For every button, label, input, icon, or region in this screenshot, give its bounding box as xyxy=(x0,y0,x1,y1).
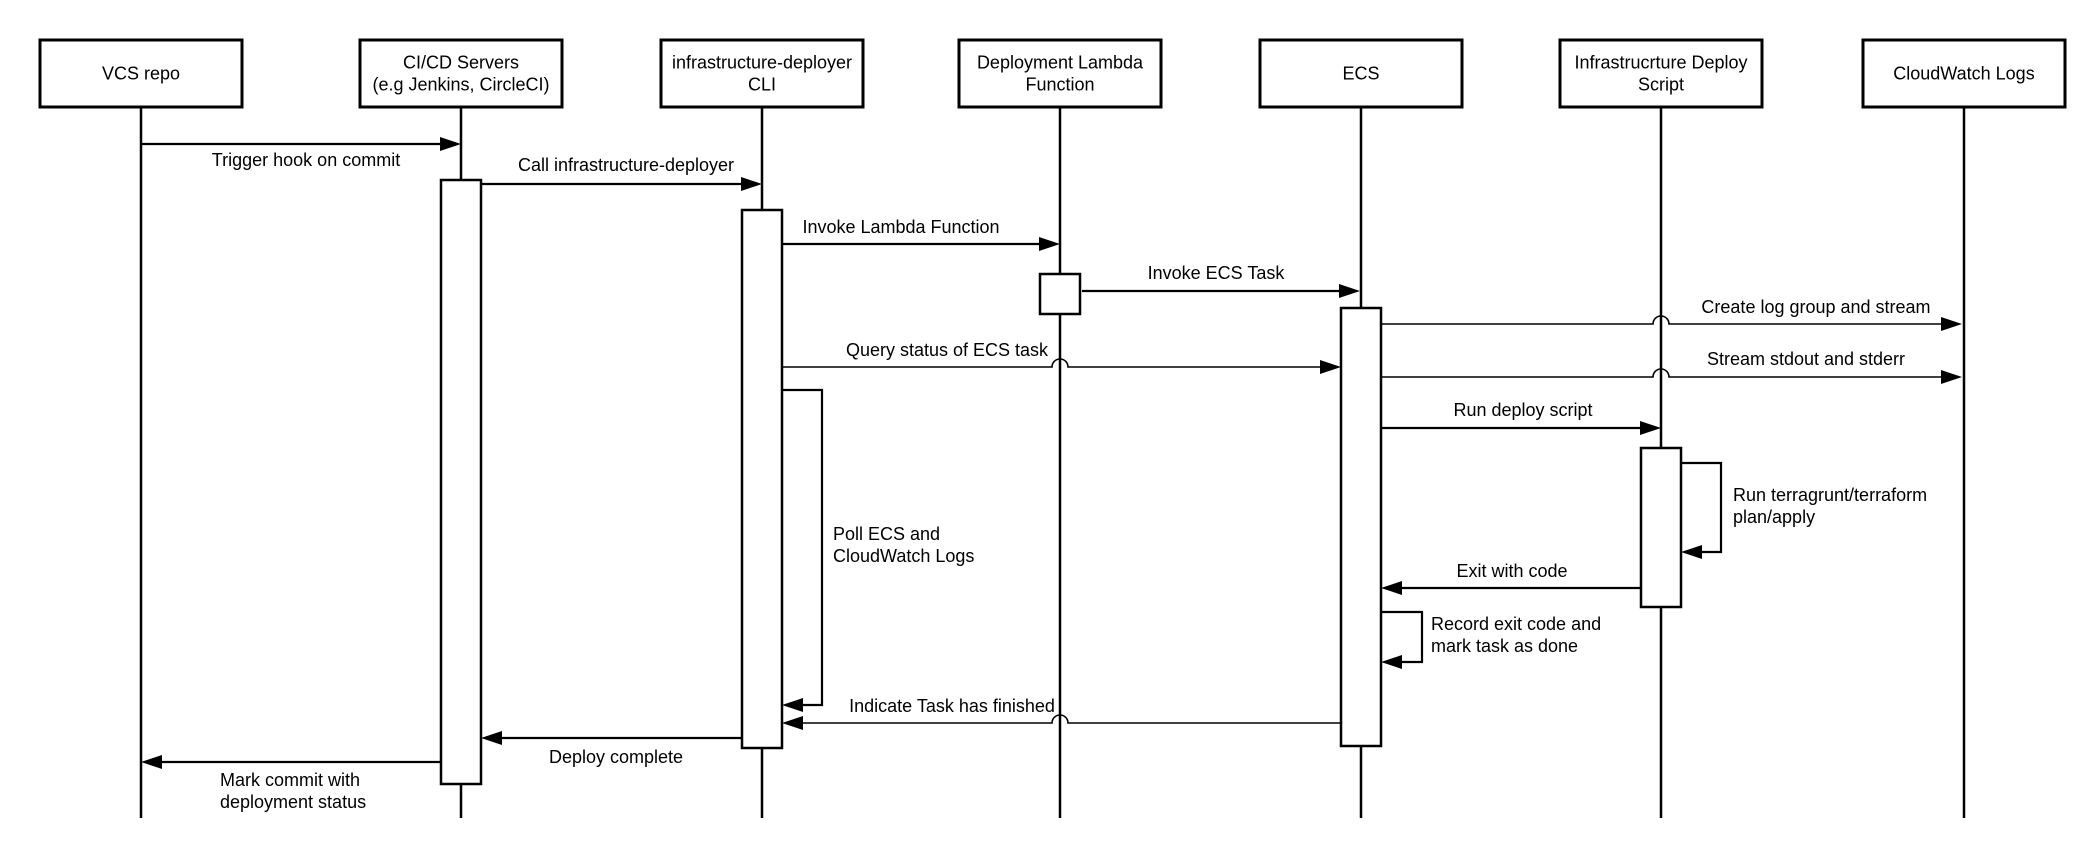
message-label-trigger-hook-on-commit-line-1: Trigger hook on commit xyxy=(212,150,400,170)
message-stream-stdout-and-stderr: Stream stdout and stderr xyxy=(1381,349,1962,384)
message-line-indicate-task-has-finished xyxy=(801,714,1341,724)
actor-cloudwatch-logs: CloudWatch Logs xyxy=(1861,38,2067,109)
actor-label-cicd-servers-line-2: (e.g Jenkins, CircleCI) xyxy=(372,75,549,95)
arrowhead-trigger-hook-on-commit xyxy=(440,137,461,151)
self-message-label-poll-ecs-and-cloudwatch-logs-line-1: Poll ECS and xyxy=(833,524,940,544)
message-invoke-ecs-task: Invoke ECS Task xyxy=(1082,263,1360,298)
message-deploy-complete: Deploy complete xyxy=(481,731,742,767)
actor-label-infrastructure-deployer-cli-line-1: infrastructure-deployer xyxy=(672,53,852,73)
message-run-deploy-script: Run deploy script xyxy=(1381,400,1661,435)
arrowhead-invoke-lambda-function xyxy=(1039,237,1060,251)
actor-label-deployment-lambda-function-line-2: Function xyxy=(1025,75,1094,95)
actor-cicd-servers: CI/CD Servers(e.g Jenkins, CircleCI) xyxy=(358,38,564,109)
arrowhead-exit-with-code xyxy=(1381,581,1402,595)
message-label-create-log-group-and-stream-line-1: Create log group and stream xyxy=(1701,297,1930,317)
actor-box-vcs-repo xyxy=(38,38,244,109)
self-message-label-poll-ecs-and-cloudwatch-logs-line-2: CloudWatch Logs xyxy=(833,546,974,566)
actor-label-vcs-repo-line-1: VCS repo xyxy=(102,64,180,84)
message-label-query-status-of-ecs-task-line-1: Query status of ECS task xyxy=(846,340,1049,360)
actor-ecs: ECS xyxy=(1258,38,1464,109)
message-line-create-log-group-and-stream xyxy=(1381,315,1943,325)
message-call-infrastructure-deployer: Call infrastructure-deployer xyxy=(481,155,762,191)
message-label-mark-commit-with-deployment-status-line-1: Mark commit with xyxy=(220,770,360,790)
actor-box-deployment-lambda-function xyxy=(957,38,1163,109)
self-message-label-run-terragrunt-terraform-plan-apply-line-2: plan/apply xyxy=(1733,507,1815,527)
message-line-query-status-of-ecs-task xyxy=(782,358,1322,368)
arrowhead-invoke-ecs-task xyxy=(1339,284,1360,298)
arrowhead-poll-ecs-and-cloudwatch-logs xyxy=(782,698,803,712)
arrowhead-indicate-task-has-finished xyxy=(782,716,803,730)
message-label-run-deploy-script-line-1: Run deploy script xyxy=(1453,400,1592,420)
message-query-status-of-ecs-task: Query status of ECS task xyxy=(782,340,1341,374)
message-label-deploy-complete-line-1: Deploy complete xyxy=(549,747,683,767)
message-indicate-task-has-finished: Indicate Task has finished xyxy=(782,696,1341,730)
message-label-invoke-ecs-task-line-1: Invoke ECS Task xyxy=(1148,263,1286,283)
message-label-call-infrastructure-deployer-line-1: Call infrastructure-deployer xyxy=(518,155,734,175)
arrowhead-create-log-group-and-stream xyxy=(1941,317,1962,331)
self-message-line-run-terragrunt-terraform-plan-apply xyxy=(1681,461,1723,554)
actor-label-infrastructure-deploy-script-line-1: Infrastrucrture Deploy xyxy=(1574,53,1747,73)
actor-label-deployment-lambda-function-line-1: Deployment Lambda xyxy=(977,53,1144,73)
self-message-line-poll-ecs-and-cloudwatch-logs xyxy=(782,388,824,707)
actor-label-cloudwatch-logs-line-1: CloudWatch Logs xyxy=(1893,64,2034,84)
actor-box-ecs xyxy=(1258,38,1464,109)
actor-box-infrastructure-deploy-script xyxy=(1558,38,1764,109)
arrowhead-deploy-complete xyxy=(481,731,502,745)
actor-box-cicd-servers xyxy=(358,38,564,109)
message-create-log-group-and-stream: Create log group and stream xyxy=(1381,297,1962,331)
arrowhead-run-terragrunt-terraform-plan-apply xyxy=(1681,545,1702,559)
actor-label-infrastructure-deploy-script-line-2: Script xyxy=(1638,75,1684,95)
message-exit-with-code: Exit with code xyxy=(1381,561,1641,595)
self-message-line-record-exit-code-and-mark-task-as-done xyxy=(1381,610,1424,664)
self-message-label-run-terragrunt-terraform-plan-apply-line-1: Run terragrunt/terraform xyxy=(1733,485,1927,505)
message-label-invoke-lambda-function-line-1: Invoke Lambda Function xyxy=(802,217,999,237)
message-line-stream-stdout-and-stderr xyxy=(1381,368,1943,378)
actor-box-infrastructure-deployer-cli xyxy=(659,38,865,109)
activation-deploy-script xyxy=(1639,446,1683,609)
actor-label-cicd-servers-line-1: CI/CD Servers xyxy=(403,53,519,73)
arrowhead-call-infrastructure-deployer xyxy=(741,177,762,191)
actor-vcs-repo: VCS repo xyxy=(38,38,244,109)
arrowhead-run-deploy-script xyxy=(1640,421,1661,435)
activation-ecs xyxy=(1339,306,1383,748)
self-message-label-record-exit-code-and-mark-task-as-done-line-1: Record exit code and xyxy=(1431,614,1601,634)
activation-cicd xyxy=(439,178,483,786)
message-invoke-lambda-function: Invoke Lambda Function xyxy=(782,217,1060,251)
actor-label-infrastructure-deployer-cli-line-2: CLI xyxy=(748,75,776,95)
arrowhead-query-status-of-ecs-task xyxy=(1320,360,1341,374)
message-label-mark-commit-with-deployment-status-line-2: deployment status xyxy=(220,792,366,812)
message-label-indicate-task-has-finished-line-1: Indicate Task has finished xyxy=(849,696,1055,716)
activation-lambda xyxy=(1038,272,1082,316)
activation-cli xyxy=(740,208,784,750)
self-message-label-record-exit-code-and-mark-task-as-done-line-2: mark task as done xyxy=(1431,636,1578,656)
arrowhead-record-exit-code-and-mark-task-as-done xyxy=(1381,655,1402,669)
message-trigger-hook-on-commit: Trigger hook on commit xyxy=(141,137,461,170)
actor-label-ecs-line-1: ECS xyxy=(1342,64,1379,84)
message-label-exit-with-code-line-1: Exit with code xyxy=(1456,561,1567,581)
arrowhead-mark-commit-with-deployment-status xyxy=(141,755,162,769)
message-label-stream-stdout-and-stderr-line-1: Stream stdout and stderr xyxy=(1707,349,1905,369)
arrowhead-stream-stdout-and-stderr xyxy=(1941,370,1962,384)
actor-box-cloudwatch-logs xyxy=(1861,38,2067,109)
